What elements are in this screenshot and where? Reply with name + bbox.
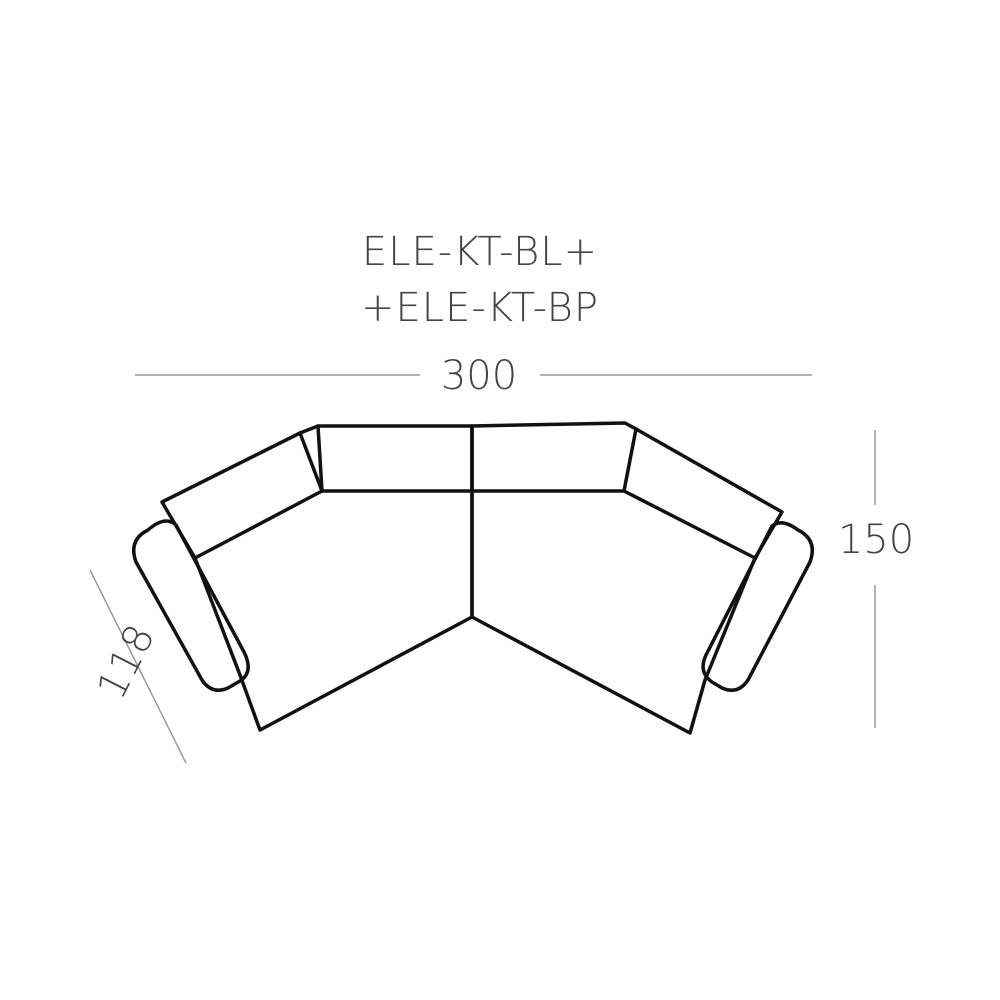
- module-code-line-1: ELE-KT-BL+: [361, 229, 599, 275]
- module-code-line-2: +ELE-KT-BP: [361, 285, 599, 331]
- sofa-outline: [132, 421, 814, 735]
- right-backrest: [470, 421, 784, 560]
- seat-depth-dimension-label: 118: [89, 618, 165, 707]
- width-dimension: 300: [135, 353, 812, 399]
- left-back-cushion-divider: [298, 431, 324, 493]
- seat-depth-dimension: 118: [89, 569, 187, 764]
- left-seat: [193, 489, 474, 732]
- left-back-corner-edge: [316, 424, 324, 493]
- depth-dimension: 150: [838, 430, 914, 728]
- right-back-cushion-divider: [622, 427, 638, 493]
- right-seat: [470, 556, 757, 735]
- width-dimension-label: 300: [441, 353, 517, 399]
- seat-depth-dimension-line: [89, 569, 187, 764]
- left-backrest: [160, 424, 474, 560]
- right-armrest: [701, 521, 814, 692]
- left-armrest: [132, 519, 250, 692]
- depth-dimension-label: 150: [838, 517, 914, 563]
